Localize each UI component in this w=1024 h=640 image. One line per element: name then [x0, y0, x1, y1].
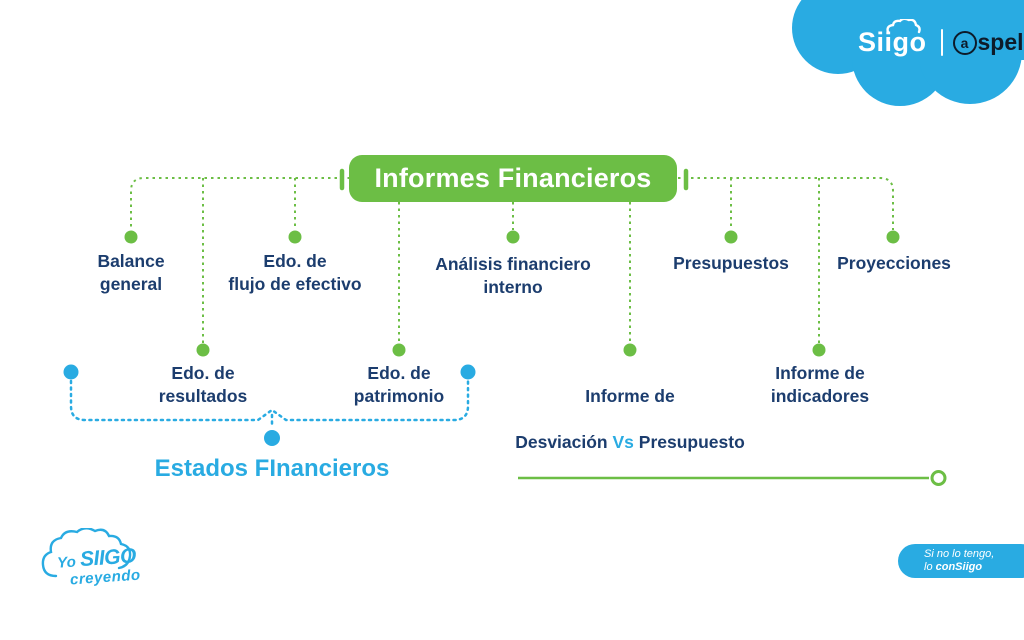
- bracket-dot-left: [63, 364, 79, 380]
- footer-tagline-pill: Si no lo tengo, lo conSiigo: [898, 544, 1024, 578]
- node-dot: [506, 230, 520, 244]
- node-patrimonio: Edo. de patrimonio: [353, 363, 445, 406]
- tagline-line2: lo conSiigo: [924, 561, 982, 575]
- title-banner: Informes Financieros: [349, 155, 677, 202]
- bracket-dot-center: [264, 430, 280, 446]
- aspel-logo: a spel: [952, 29, 1024, 56]
- node-dot: [623, 343, 637, 357]
- node-resultados: Edo. de resultados: [158, 363, 248, 406]
- node-dot: [812, 343, 826, 357]
- estados-financieros-label: Estados FInancieros: [154, 455, 390, 482]
- siigo-logo-text: Siigo: [858, 27, 927, 57]
- node-analisis-interno: Análisis financiero interno: [435, 254, 591, 297]
- node-dot: [392, 343, 406, 357]
- brand-lockup: Siigo a spel: [858, 19, 1024, 58]
- node-proyecciones: Proyecciones: [837, 253, 951, 273]
- estados-bracket: [69, 379, 470, 422]
- bracket-dot-right: [460, 364, 476, 380]
- desviacion-line1: Informe de: [585, 386, 675, 406]
- desviacion-post: Presupuesto: [633, 432, 745, 452]
- node-desviacion-presupuesto: Informe de Desviación Vs Presupuesto: [515, 362, 745, 477]
- aspel-a: a: [960, 34, 969, 51]
- brand-divider: [940, 29, 943, 56]
- node-dot: [288, 230, 302, 244]
- divider-end-circle: [930, 470, 947, 486]
- siigo-cloud-icon: [886, 19, 921, 34]
- page-title: Informes Financieros: [374, 163, 652, 193]
- node-dot: [886, 230, 900, 244]
- node-dot: [196, 343, 210, 357]
- node-flujo-efectivo: Edo. de flujo de efectivo: [228, 251, 362, 294]
- desviacion-pre: Desviación: [515, 432, 613, 452]
- connector-left-branch: [130, 177, 350, 230]
- node-dot: [724, 230, 738, 244]
- desviacion-vs: Vs: [612, 432, 634, 452]
- node-indicadores: Informe de indicadores: [770, 363, 870, 406]
- node-balance-general: Balance general: [97, 251, 165, 294]
- aspel-logo-text: spel: [977, 29, 1024, 55]
- brand-cloud-shape: [792, 0, 1024, 106]
- aspel-a-ring-icon: a: [952, 30, 977, 55]
- connector-right-branch: [678, 177, 894, 230]
- desviacion-line2: Desviación Vs Presupuesto: [515, 431, 745, 454]
- siigo-logo: Siigo: [858, 19, 927, 58]
- tagline-line1: Si no lo tengo,: [924, 547, 995, 560]
- footer-yo: Yo: [56, 553, 77, 572]
- node-dot: [124, 230, 138, 244]
- tagline-line2-pre: lo: [924, 561, 936, 573]
- tagline-line2-bold: conSiigo: [935, 561, 983, 573]
- footer-cloud-icon: [41, 528, 132, 578]
- node-presupuestos: Presupuestos: [673, 253, 789, 273]
